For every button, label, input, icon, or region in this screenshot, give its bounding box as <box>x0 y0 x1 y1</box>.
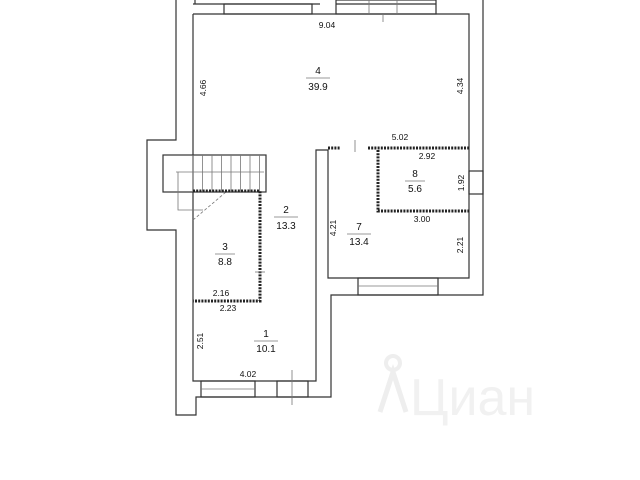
room-7-label: 713.4 <box>347 222 371 248</box>
svg-text:8.8: 8.8 <box>218 257 232 268</box>
watermark-text: Циан <box>410 369 535 427</box>
svg-text:7: 7 <box>356 222 362 233</box>
window-room7 <box>357 277 439 296</box>
svg-text:10.1: 10.1 <box>256 344 276 355</box>
watermark-logo: Циан <box>377 354 535 427</box>
svg-text:2: 2 <box>283 205 289 216</box>
svg-text:3.00: 3.00 <box>414 214 431 224</box>
svg-text:13.4: 13.4 <box>349 237 369 248</box>
room-labels: 439.9 213.3 38.8 713.4 85.6 110.1 <box>215 66 425 355</box>
dimension-labels: 9.04 4.66 4.34 5.02 2.92 1.92 3.00 4.21 … <box>195 20 466 379</box>
svg-text:4.02: 4.02 <box>240 369 257 379</box>
window-room1 <box>200 370 309 405</box>
svg-text:13.3: 13.3 <box>276 221 296 232</box>
svg-text:4: 4 <box>315 66 321 77</box>
room-4-label: 439.9 <box>306 66 330 93</box>
staircase <box>162 154 267 221</box>
svg-text:2.23: 2.23 <box>220 303 237 313</box>
svg-text:9.04: 9.04 <box>319 20 336 30</box>
svg-text:2.16: 2.16 <box>213 288 230 298</box>
svg-text:5.6: 5.6 <box>408 184 422 195</box>
svg-text:3: 3 <box>222 242 228 253</box>
room-8-label: 85.6 <box>405 169 425 195</box>
svg-text:4.21: 4.21 <box>328 219 338 236</box>
partitions <box>193 140 469 303</box>
svg-text:1: 1 <box>263 329 269 340</box>
svg-text:5.02: 5.02 <box>392 132 409 142</box>
svg-text:8: 8 <box>412 169 418 180</box>
svg-text:4.34: 4.34 <box>455 77 465 94</box>
svg-text:2.51: 2.51 <box>195 332 205 349</box>
room-2-label: 213.3 <box>274 205 298 232</box>
svg-text:2.92: 2.92 <box>419 151 436 161</box>
svg-text:4.66: 4.66 <box>198 79 208 96</box>
outer-walls <box>146 0 484 416</box>
window-room8 <box>468 170 484 195</box>
svg-text:1.92: 1.92 <box>456 174 466 191</box>
room-3-label: 38.8 <box>215 242 235 268</box>
room-1-label: 110.1 <box>254 329 278 355</box>
window-top <box>223 0 437 22</box>
svg-text:2.21: 2.21 <box>455 236 465 253</box>
svg-text:39.9: 39.9 <box>308 82 328 93</box>
